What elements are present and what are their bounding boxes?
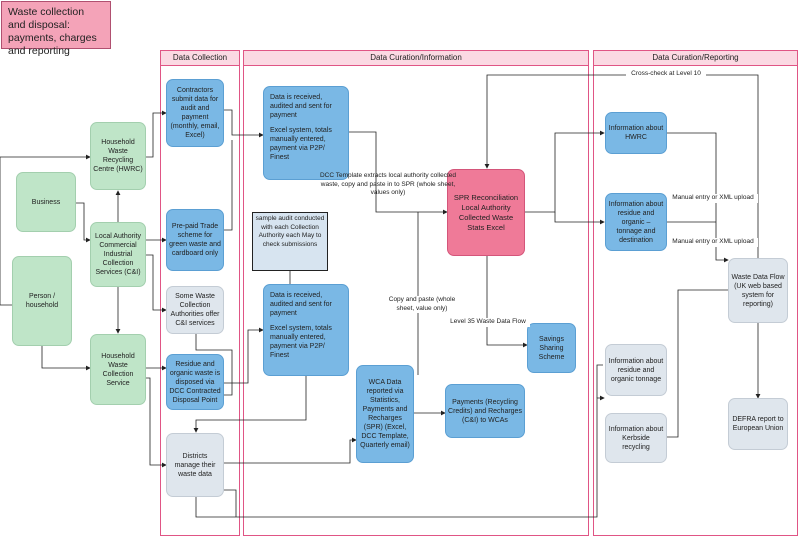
wca-data-node: WCA Data reported via Statistics, Paymen… [356, 365, 414, 463]
lane-data-curation-reporting: Data Curation/Reporting [593, 50, 798, 536]
info-kerbside-node: Information about Kerbside recycling [605, 413, 667, 463]
lane-header-data-curation-reporting: Data Curation/Reporting [594, 51, 797, 66]
edge-label-manual-xml-2: Manual entry or XML upload [668, 238, 758, 247]
spr-reconciliation-node: SPR Reconciliation Local Authority Colle… [447, 169, 525, 256]
defra-report-node: DEFRA report to European Union [728, 398, 788, 450]
data-received-2-heading: Data is received, audited and sent for p… [270, 292, 332, 317]
savings-sharing-node: Savings Sharing Scheme [527, 323, 576, 373]
diagram-title: Waste collection and disposal: payments,… [1, 1, 111, 57]
waste-data-flow-node: Waste Data Flow (UK web based system for… [728, 258, 788, 323]
edge-label-dcc-template: DCC Template extracts local authority co… [319, 172, 457, 196]
prepaid-trade-node: Pre-paid Trade scheme for green waste an… [166, 209, 224, 271]
info-hwrc-node: Information about HWRC [605, 112, 667, 154]
lane-header-data-collection: Data Collection [161, 51, 239, 66]
some-wca-node: Some Waste Collection Authorities offer … [166, 286, 224, 334]
sample-audit-note: sample audit conducted with each Collect… [252, 212, 328, 271]
edge-label-crosscheck: Cross-check at Level 10 [626, 70, 706, 79]
residue-dcc-node: Residue and organic waste is disposed vi… [166, 354, 224, 410]
data-received-node-2: Data is received, audited and sent for p… [263, 284, 349, 376]
edge-label-level35: Level 35 Waste Data Flow [446, 318, 530, 327]
contractors-submit-node: Contractors submit data for audit and pa… [166, 79, 224, 147]
districts-node: Districts manage their waste data [166, 433, 224, 497]
hwrc-node: Household Waste Recycling Centre (HWRC) [90, 122, 146, 190]
person-household-node: Person / household [12, 256, 72, 346]
data-received-1-detail: Excel system, totals manually entered, p… [270, 127, 332, 161]
la-commercial-node: Local Authority Commercial Industrial Co… [90, 222, 146, 287]
household-waste-collection-node: Household Waste Collection Service [90, 334, 146, 405]
data-received-2-detail: Excel system, totals manually entered, p… [270, 325, 332, 359]
data-received-node-1: Data is received, audited and sent for p… [263, 86, 349, 180]
edge-label-manual-xml-1: Manual entry or XML upload [668, 194, 758, 203]
lane-header-data-curation-information: Data Curation/Information [244, 51, 588, 66]
business-node: Business [16, 172, 76, 232]
info-residue-organic-grey-node: Information about residue and organic to… [605, 344, 667, 396]
data-received-1-heading: Data is received, audited and sent for p… [270, 94, 332, 119]
lane-data-collection: Data Collection [160, 50, 240, 536]
info-residue-organic-blue-node: Information about residue and organic – … [605, 193, 667, 251]
payments-node: Payments (Recycling Credits) and Recharg… [445, 384, 525, 438]
edge-label-copy-paste: Copy and paste (whole sheet, value only) [382, 296, 462, 313]
